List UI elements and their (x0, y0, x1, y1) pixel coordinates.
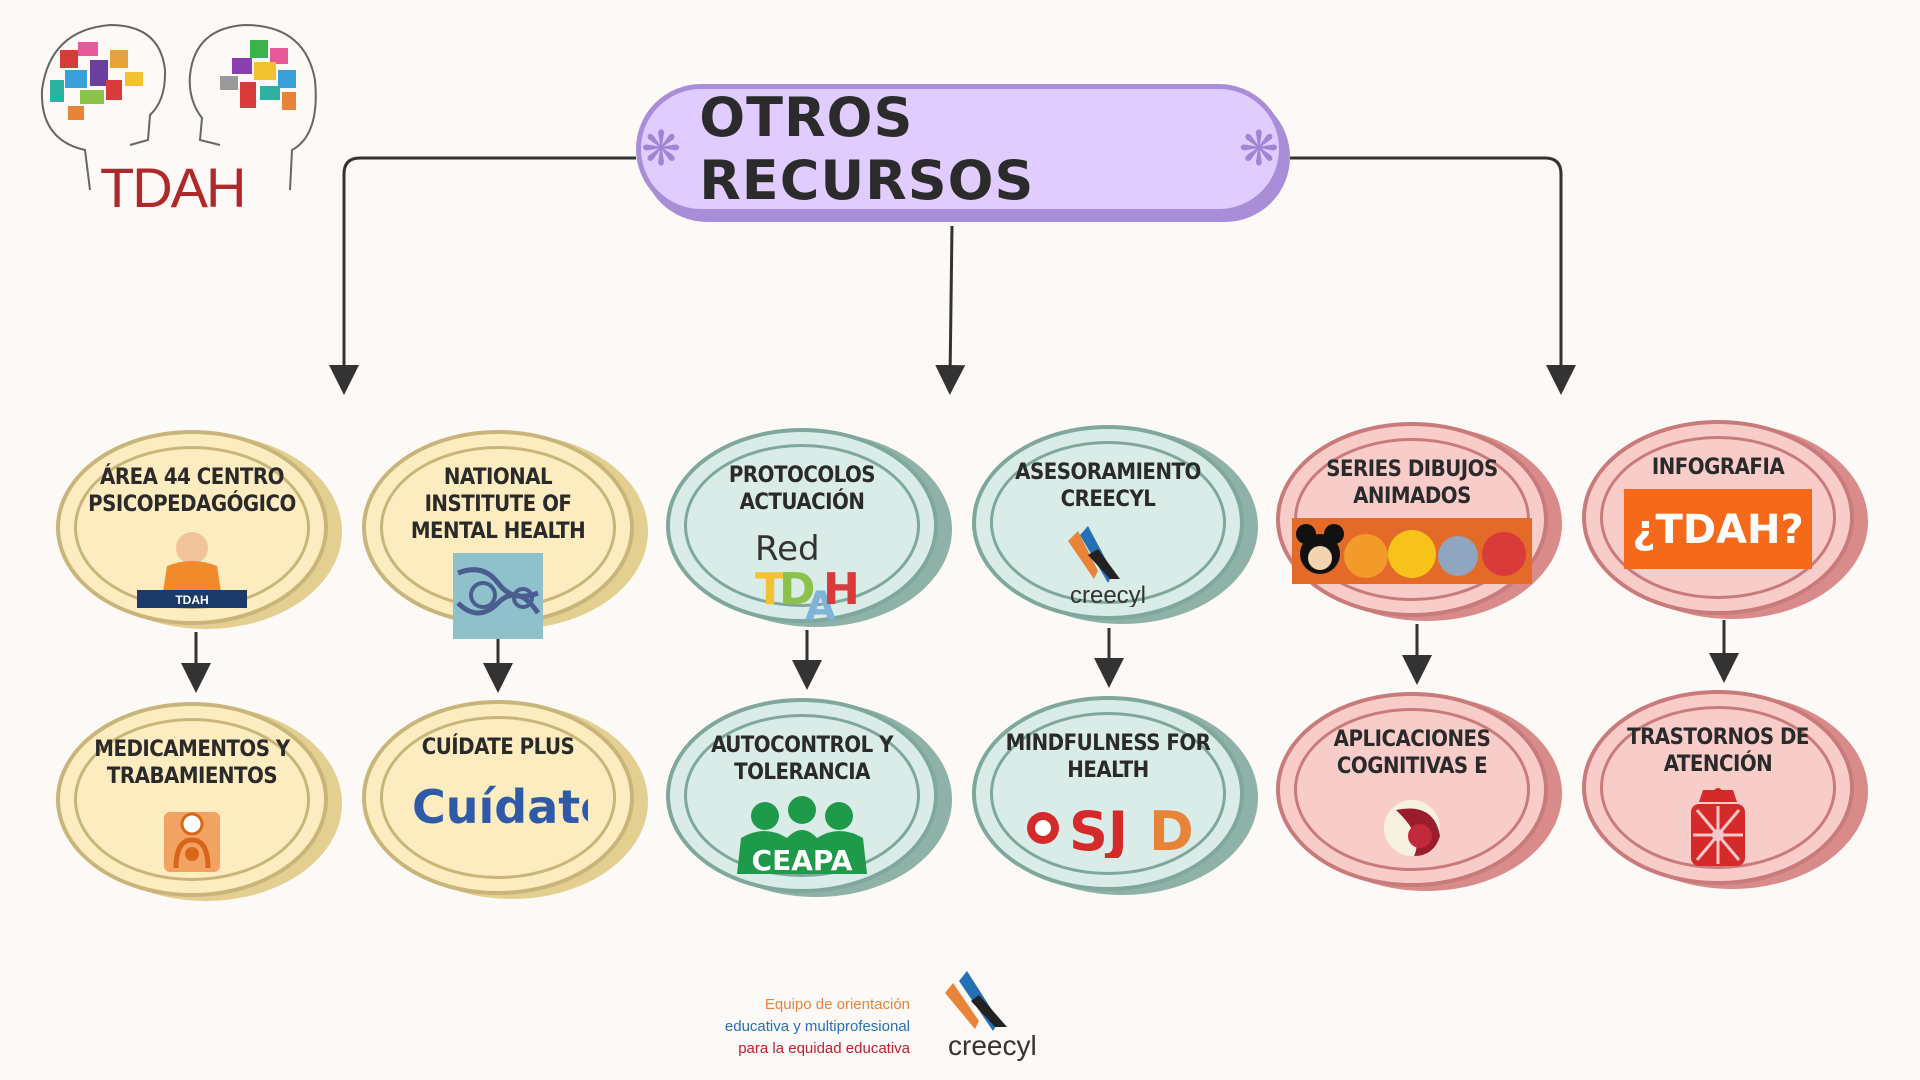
svg-text:D: D (1149, 800, 1193, 858)
svg-text:SJ: SJ (1069, 800, 1128, 858)
node-cuidate[interactable]: CUÍDATE PLUS Cuídate (362, 700, 634, 895)
child-photo-image: TDAH (137, 526, 247, 612)
node-medicamentos[interactable]: MEDICAMENTOS Y TRABAMIENTOS (56, 702, 328, 897)
node-label: CUÍDATE PLUS (421, 735, 575, 760)
footer-line-3: para la equidad educativa (738, 1040, 910, 1057)
logo-title: TDAH (100, 156, 246, 219)
node-label: MEDICAMENTOS Y TRABAMIENTOS (94, 737, 290, 789)
connector-center (935, 225, 966, 395)
node-label: SERIES DIBUJOS ANIMADOS (1326, 457, 1498, 509)
node-label: PROTOCOLOS ACTUACIÓN (728, 463, 876, 515)
navarra-emblem-icon (1683, 786, 1753, 874)
node-protocolos[interactable]: PROTOCOLOS ACTUACIÓN Red T D A H (666, 428, 938, 630)
node-label: MINDFULNESS FOR HEALTH (1005, 731, 1211, 783)
connector-left (329, 156, 636, 395)
svg-text:creecyl: creecyl (1070, 582, 1146, 607)
sjd-logo: SJ D (1023, 792, 1194, 863)
node-label: INFOGRAFIA (1651, 455, 1785, 480)
cuidate-logo: Cuídate (408, 775, 611, 839)
tdah-logo: TDAH (20, 20, 320, 219)
family-icon (162, 798, 222, 878)
svg-text:Red: Red (755, 529, 820, 569)
node-asesoramiento[interactable]: ASESORAMIENTO CREECYL creecyl (972, 425, 1244, 620)
svg-text:¿TDAH?: ¿TDAH? (1632, 507, 1803, 553)
roads-image (453, 553, 543, 643)
connector-right (1290, 156, 1576, 395)
node-label: TRASTORNOS DE ATENCIÓN (1627, 725, 1809, 777)
node-infografia[interactable]: INFOGRAFIA ¿TDAH? (1582, 420, 1854, 615)
node-label: ÁREA 44 CENTRO PSICOPEDAGÓGICO (88, 465, 296, 517)
node-aplicaciones[interactable]: APLICACIONES COGNITIVAS E (1276, 692, 1548, 887)
creecyl-logo: creecyl (1058, 521, 1158, 611)
page-title: OTROS RECURSOS (699, 86, 1035, 212)
cognitive-app-icon (1374, 796, 1450, 864)
title-pill: ❋ OTROS RECURSOS ❋ (636, 84, 1284, 214)
svg-text:Cuídate: Cuídate (412, 780, 588, 834)
node-series[interactable]: SERIES DIBUJOS ANIMADOS (1276, 422, 1548, 617)
svg-text:CEAPA: CEAPA (752, 844, 853, 877)
cartoons-image (1292, 518, 1532, 588)
heads-puzzle-icon (40, 23, 317, 191)
ceapa-logo: CEAPA (727, 794, 877, 884)
node-label: APLICACIONES COGNITIVAS E (1333, 727, 1491, 779)
svg-text:A: A (805, 584, 836, 624)
node-label: NATIONAL INSTITUTE OF MENTAL HEALTH (410, 465, 586, 544)
node-label: ASESORAMIENTO CREECYL (1015, 460, 1201, 512)
footer-logo-text: creecyl (948, 1030, 1037, 1061)
creecyl-footer-logo (945, 965, 1045, 1055)
node-area44[interactable]: ÁREA 44 CENTRO PSICOPEDAGÓGICO TDAH (56, 430, 328, 625)
infografia-image: ¿TDAH? (1624, 489, 1812, 573)
flower-icon: ❋ (1238, 121, 1279, 177)
svg-text:TDAH: TDAH (175, 593, 208, 607)
flower-icon: ❋ (641, 121, 682, 177)
red-tdah-logo: Red T D A H (747, 524, 860, 630)
footer-line-1: Equipo de orientación (764, 996, 910, 1013)
node-autocontrol[interactable]: AUTOCONTROL Y TOLERANCIA CEAPA (666, 698, 938, 893)
footer-text: Equipo de orientación educativa y multip… (705, 994, 910, 1060)
node-mindfulness[interactable]: MINDFULNESS FOR HEALTH SJ D (972, 696, 1244, 891)
node-nimh[interactable]: NATIONAL INSTITUTE OF MENTAL HEALTH (362, 430, 634, 639)
svg-text:H: H (823, 564, 857, 615)
node-trastornos[interactable]: TRASTORNOS DE ATENCIÓN (1582, 690, 1854, 885)
footer-line-2: educativa y multiprofesional (724, 1018, 910, 1035)
node-label: AUTOCONTROL Y TOLERANCIA (711, 733, 893, 785)
